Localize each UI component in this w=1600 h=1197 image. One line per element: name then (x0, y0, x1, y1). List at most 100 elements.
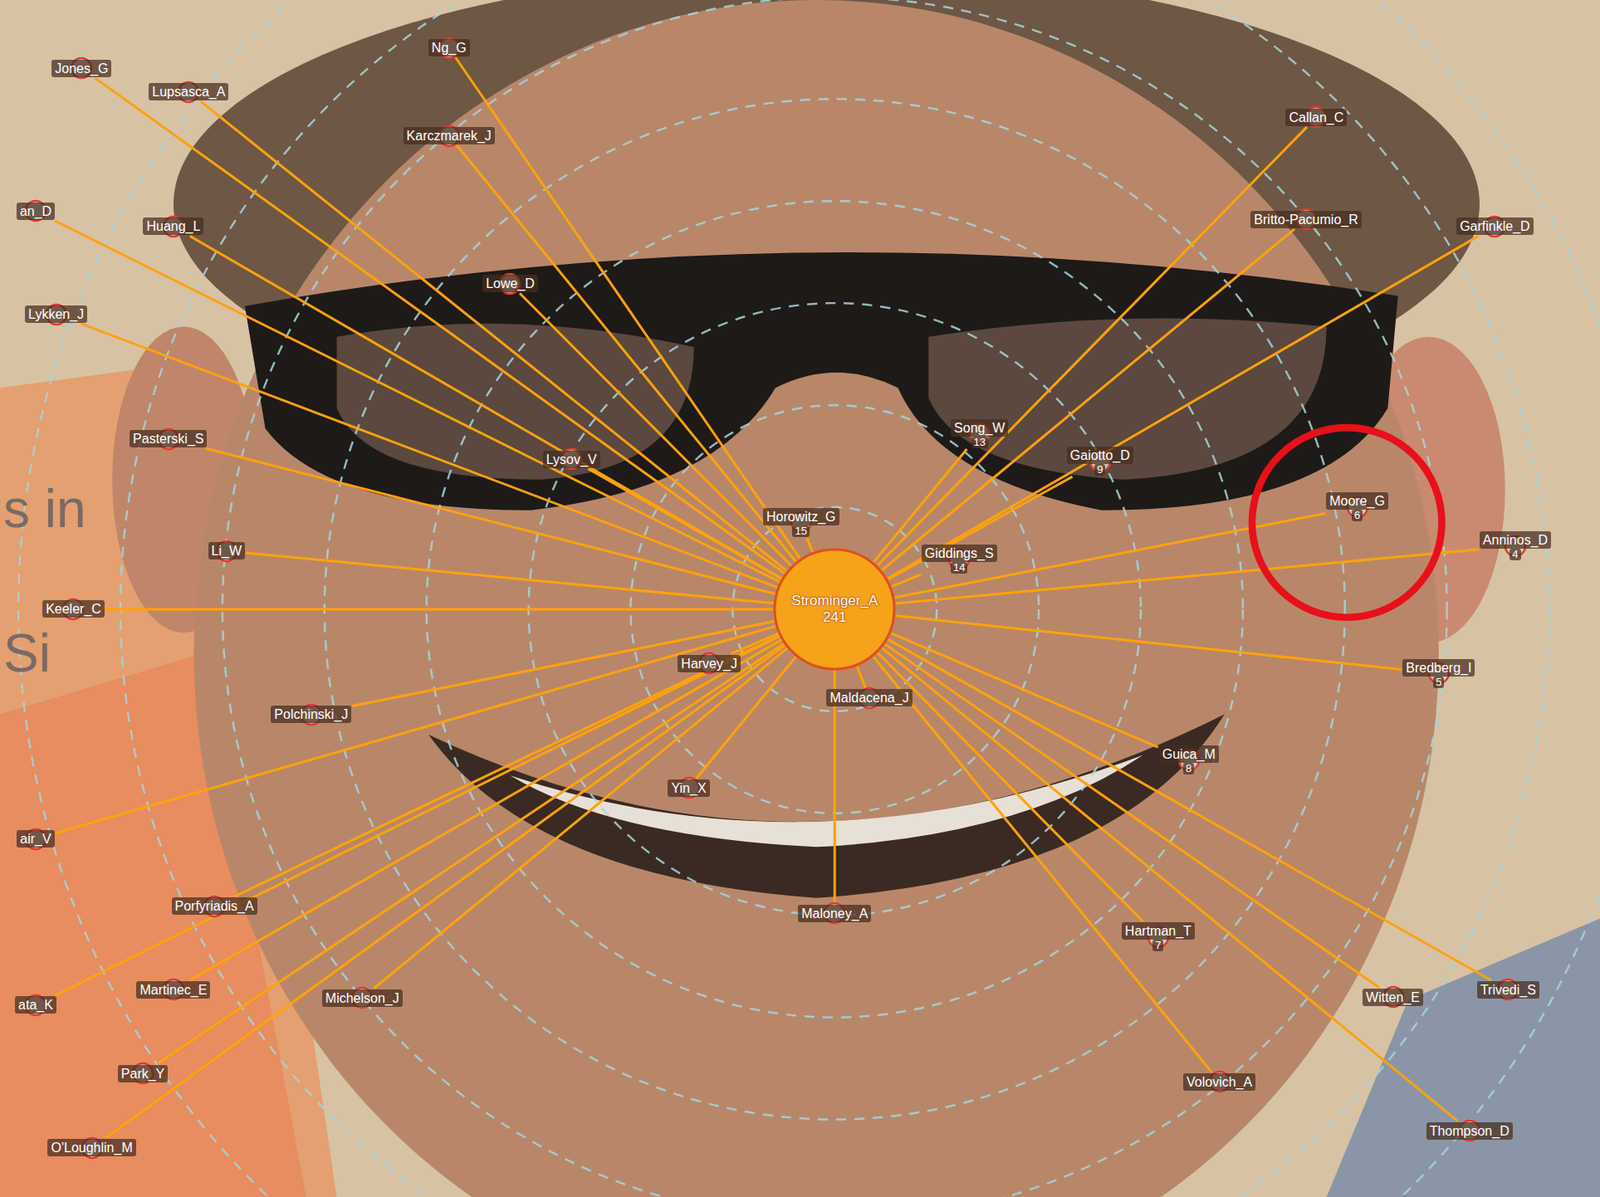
author-node: Polchinski_J (270, 705, 352, 724)
author-node: Michelson_J (322, 989, 403, 1008)
author-node: Giddings_S14 (921, 544, 998, 574)
coauthor-link (94, 78, 785, 574)
author-name: Lysov_V (543, 450, 601, 469)
author-name: Thompson_D (1426, 1122, 1513, 1141)
author-name: Park_Y (117, 1065, 168, 1083)
author-node: Yin_X (667, 779, 710, 798)
author-node: Park_Y (117, 1065, 168, 1083)
coauthor-link (856, 666, 866, 690)
coauthor-link (519, 293, 792, 566)
author-name: Hartman_T (1121, 922, 1195, 940)
author-node: Witten_E (1362, 988, 1424, 1007)
paper-count: 9 (1094, 464, 1106, 476)
author-node: Pasterski_S (129, 430, 207, 448)
poster-text: Si (3, 624, 51, 683)
glasses (244, 252, 1399, 511)
author-name: Horowitz_G (763, 508, 840, 526)
coauthor-link (245, 552, 774, 604)
author-name: ata_K (14, 996, 57, 1014)
author-name: Trivedi_S (1477, 981, 1540, 999)
coauthor-link (881, 648, 1458, 1122)
author-name: Britto-Pacumio_R (1250, 210, 1361, 229)
author-name: Witten_E (1362, 988, 1424, 1007)
author-name: Moore_G (1325, 492, 1389, 510)
coauthor-link (877, 653, 1143, 922)
author-name: air_V (16, 830, 54, 848)
shirt (1326, 918, 1600, 1197)
author-node: O'Loughlin_M (47, 1139, 136, 1157)
coauthor-link (877, 127, 1307, 566)
poster-text: s in (3, 479, 87, 539)
author-name: Porfyriadis_A (171, 897, 258, 915)
coauthor-link (891, 574, 921, 587)
paper-count: 5 (1433, 676, 1444, 689)
hub-node: Strominger_A241 (772, 547, 897, 672)
author-name: Anninos_D (1479, 531, 1552, 549)
coauthor-link (885, 644, 1380, 988)
author-name: Garfinkle_D (1456, 217, 1533, 235)
left-lens (337, 323, 695, 480)
author-node: Bredberg_I5 (1402, 659, 1475, 689)
paper-count: 4 (1509, 548, 1521, 561)
right-lens (928, 318, 1326, 480)
author-node: Lykken_J (24, 305, 88, 323)
author-node: Garfinkle_D (1456, 217, 1533, 235)
coauthor-link (807, 538, 813, 553)
author-node: Li_W (208, 542, 245, 560)
author-name: Huang_L (142, 217, 204, 235)
author-node: Karczmarek_J (403, 127, 495, 145)
coauthor-link (455, 57, 801, 559)
paper-count: 14 (950, 562, 968, 574)
mouth (428, 714, 1225, 899)
author-name: Guica_M (1159, 745, 1219, 764)
coauthor-link (888, 639, 1492, 981)
coauthor-link (104, 645, 785, 1139)
author-node: Porfyriadis_A (171, 897, 258, 915)
author-node: Britto-Pacumio_R (1250, 210, 1361, 229)
paper-count: 6 (1351, 509, 1363, 522)
author-name: Yin_X (667, 779, 710, 798)
coauthor-link (190, 235, 782, 578)
author-name: Michelson_J (322, 989, 403, 1008)
author-node: Huang_L (142, 217, 204, 235)
highlight-ring (1252, 427, 1443, 618)
paper-count: 15 (792, 525, 809, 538)
author-node: Maldacena_J (826, 689, 912, 707)
author-node: Jones_G (51, 59, 112, 78)
author-name: Strominger_A (791, 592, 878, 610)
coauthor-link (156, 643, 784, 1065)
author-node: ata_K (14, 996, 57, 1014)
author-name: Lowe_D (482, 274, 539, 293)
author-node: Trivedi_S (1477, 981, 1540, 999)
author-node: Hartman_T7 (1121, 922, 1195, 952)
author-name: Harvey_J (677, 655, 741, 673)
author-node: Volovich_A (1183, 1073, 1256, 1092)
coauthor-link (54, 220, 780, 583)
author-name: Pasterski_S (129, 430, 207, 448)
coauthor-link (373, 648, 788, 989)
coauthor-link (696, 656, 797, 778)
coauthor-link (890, 633, 1158, 748)
author-name: Lupsasca_A (148, 83, 229, 101)
author-name: Polchinski_J (270, 705, 352, 724)
author-node: Anninos_D4 (1479, 531, 1552, 561)
paper-count: 241 (822, 609, 847, 627)
author-name: Maldacena_J (826, 689, 912, 707)
author-node: Thompson_D (1426, 1122, 1513, 1141)
coauthor-link (873, 656, 1212, 1072)
author-name: Martinec_E (136, 981, 211, 999)
coauthor-link (456, 145, 796, 563)
author-name: Keeler_C (42, 600, 105, 618)
coauthor-link (887, 235, 1478, 578)
author-node: Ng_G (428, 39, 470, 57)
author-node: Keeler_C (42, 600, 105, 618)
author-node: Lowe_D (482, 274, 539, 293)
author-node: Song_W13 (950, 419, 1008, 449)
distance-rings (18, 0, 1600, 1197)
author-node: Moore_G6 (1325, 492, 1389, 522)
author-node: Lysov_V (543, 450, 601, 469)
author-name: an_D (16, 202, 55, 221)
coauthor-link (205, 448, 776, 594)
